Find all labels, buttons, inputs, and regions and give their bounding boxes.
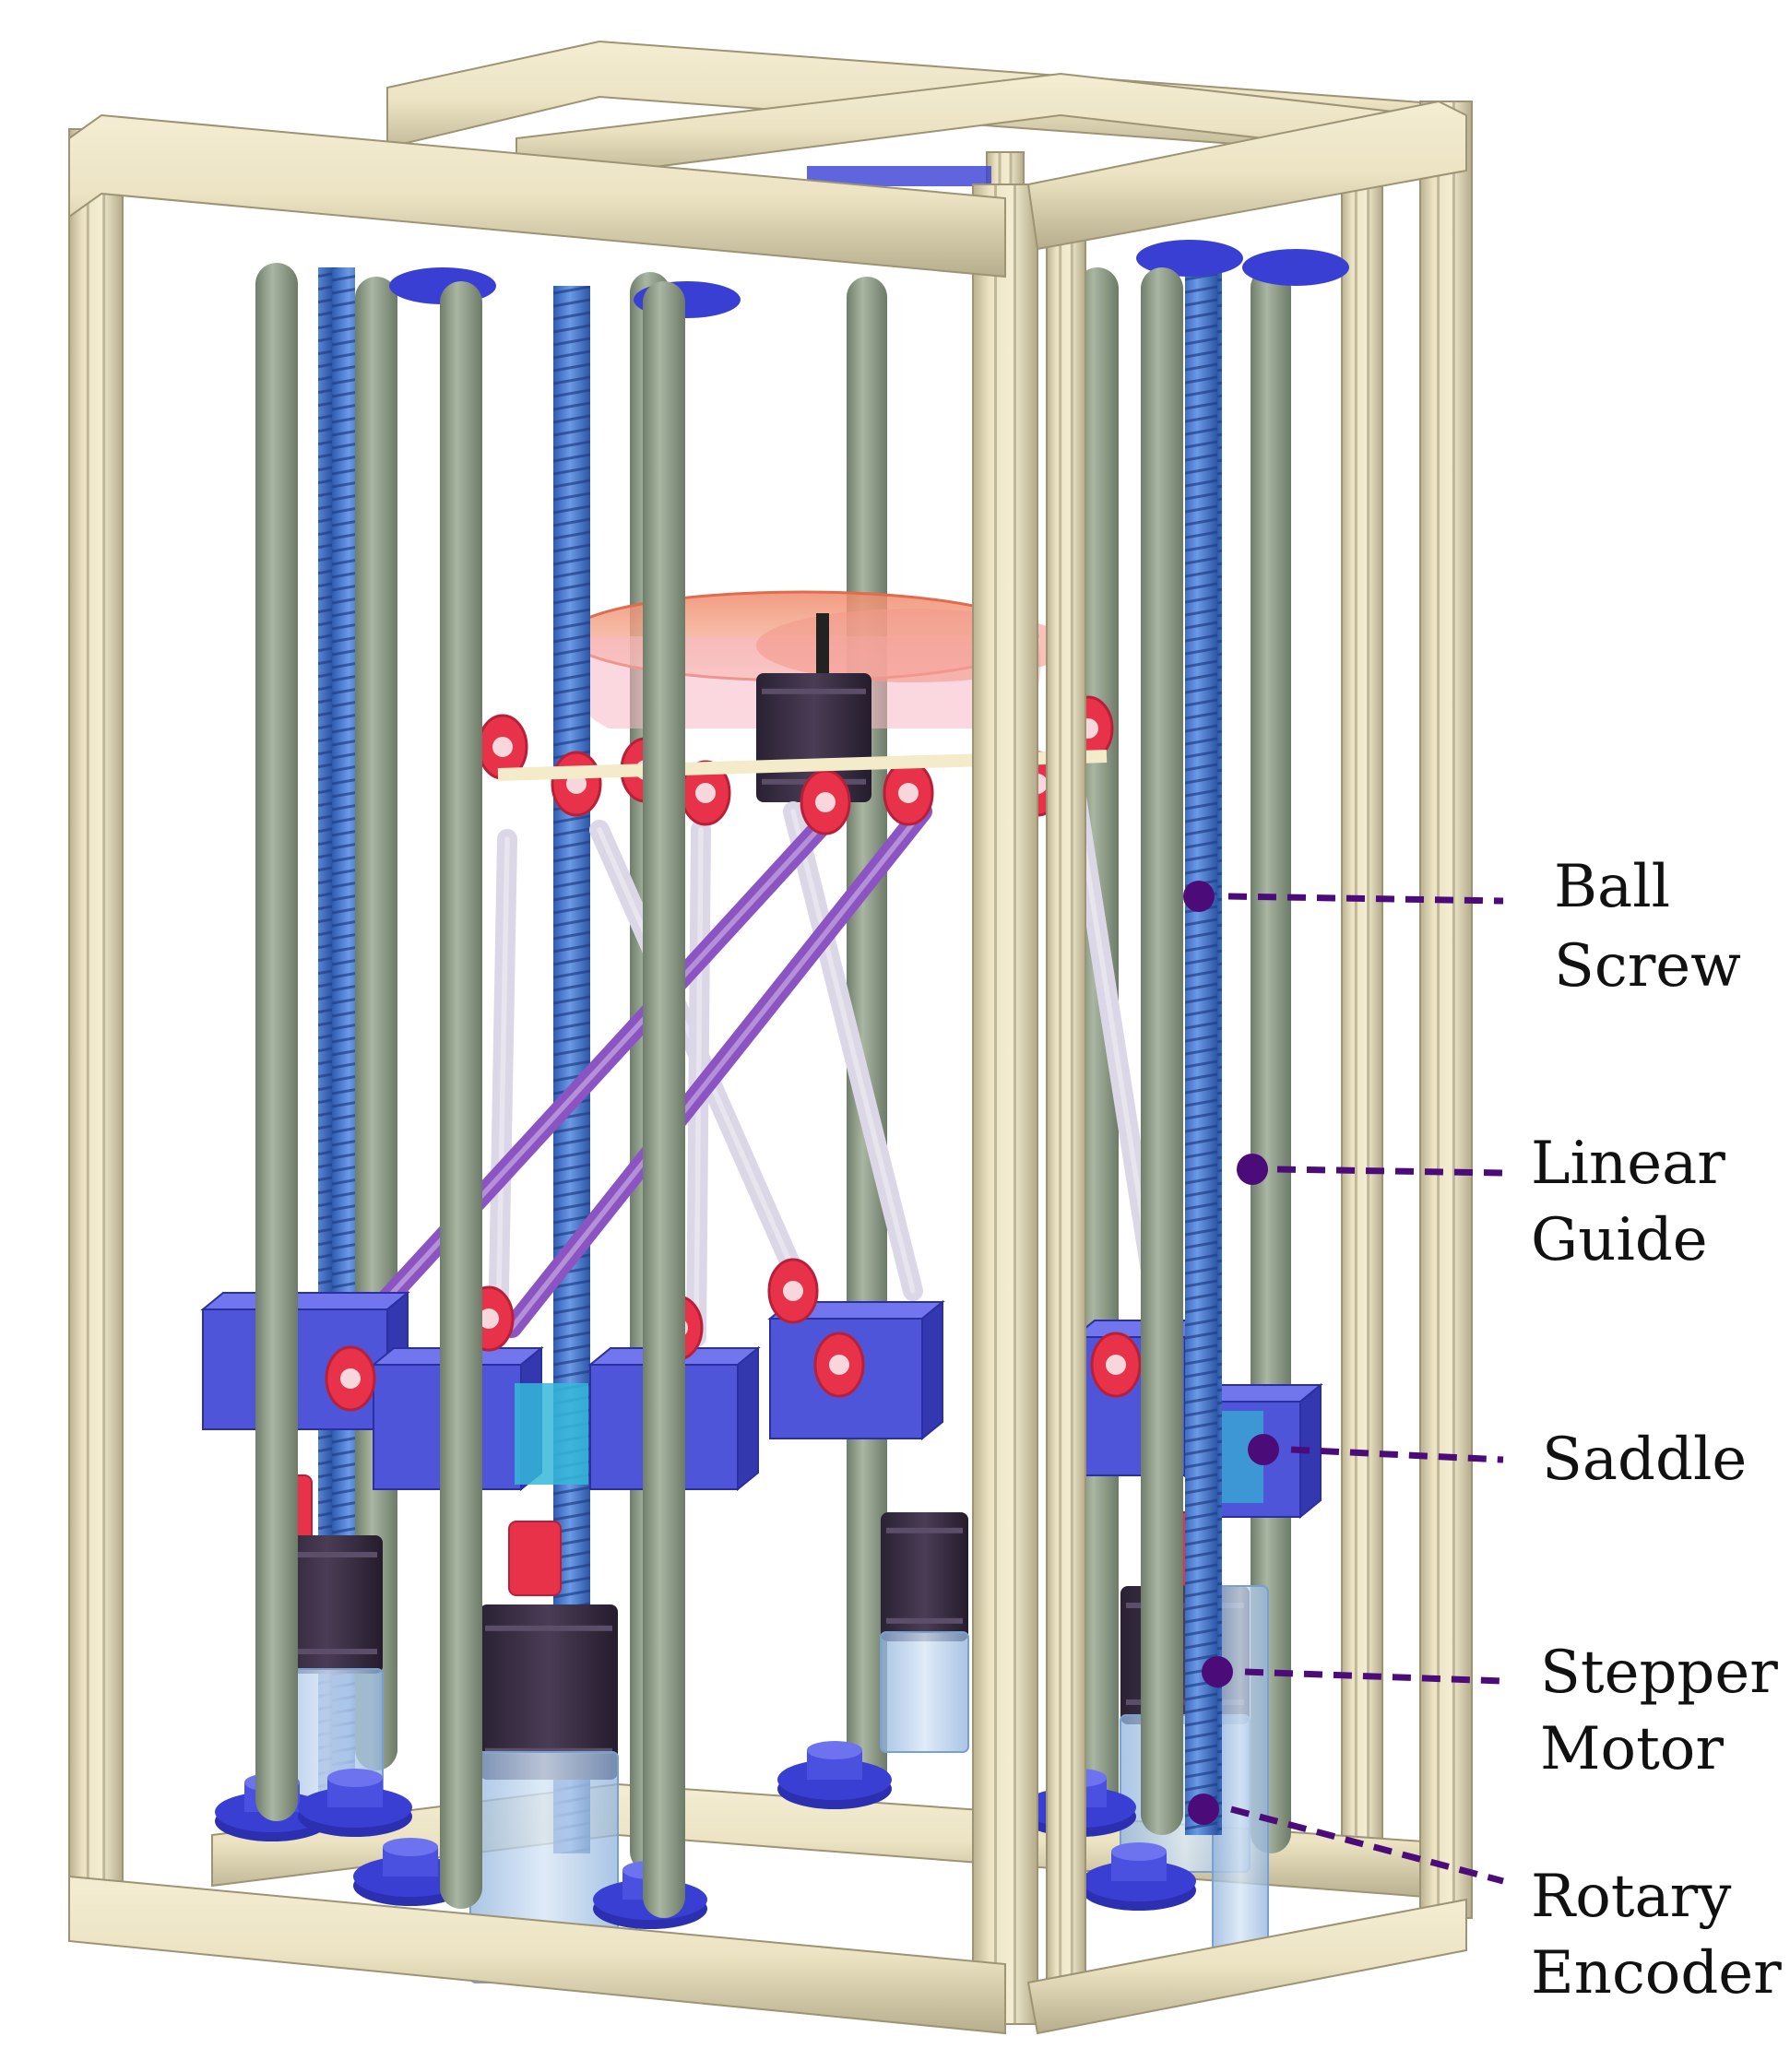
stepper-motor-back (881, 1512, 968, 1641)
back-post-right (1341, 114, 1383, 1854)
front-post-center-b (1046, 184, 1086, 2016)
upper-joint-2-pin (695, 783, 716, 803)
ball-screw-right-front (1185, 858, 1222, 1835)
ball-screw-leader (1227, 893, 1504, 905)
guide-rod-front-3 (1141, 267, 1183, 1835)
top-mount-3 (1242, 249, 1349, 286)
platform-motor-band (762, 688, 866, 694)
top-mount-2 (1136, 240, 1243, 277)
rotary-encoder-back (880, 1631, 969, 1753)
ball-screw-label-line-2: Screw (1554, 932, 1741, 1000)
stepper-motor-left-band (278, 1649, 377, 1654)
front-post-center (972, 184, 1038, 2025)
mechanism (200, 240, 1349, 1983)
front-post-left (68, 128, 124, 1891)
saddle-mid-side (921, 1299, 943, 1441)
saddle-center-b-side (737, 1345, 759, 1492)
callout-saddle: Saddle (1248, 1426, 1747, 1494)
arm-white-3-highlight (495, 836, 510, 1340)
bottom-mount-1-collar-top (327, 1769, 383, 1787)
saddle-right-b-side (1299, 1382, 1322, 1520)
top-rear-mount-bar (807, 166, 991, 186)
rotary-encoder-label-line-2: Encoder (1531, 1939, 1782, 2007)
ball-nut-center (515, 1383, 588, 1485)
arm-white-3 (488, 829, 517, 1347)
front-post-right (1419, 101, 1473, 1919)
ball-screw-label-line-1: Ball (1554, 853, 1670, 921)
saddle-left-top (200, 1292, 410, 1310)
coupler-1 (508, 1521, 562, 1596)
saddle-label-line-1: Saddle (1542, 1426, 1747, 1494)
callouts: BallScrewLinearGuideSaddleStepperMotorRo… (1183, 853, 1782, 2007)
lower-joint-1-pin (479, 1308, 499, 1329)
arm-purple-2-highlight (509, 809, 925, 1331)
front-frame (68, 100, 1473, 2035)
stepper-motor-label-line-1: Stepper (1540, 1639, 1778, 1707)
guide-rod-front-2 (643, 281, 685, 1918)
rotary-encoder-leader (1230, 1806, 1504, 1885)
stepper-motor-label-line-2: Motor (1540, 1715, 1724, 1783)
guide-rod-front-1 (440, 281, 482, 1909)
stepper-motor-back-band (886, 1617, 963, 1624)
saddle-dot (1248, 1434, 1279, 1465)
lower-joint-5-pin (1106, 1355, 1126, 1375)
bottom-mount-2-collar-top (383, 1838, 438, 1856)
bottom-mount-4-collar-top (807, 1741, 862, 1759)
arm-purple-2 (502, 801, 932, 1338)
lower-joint-3-pin (783, 1281, 803, 1301)
stepper-motor-left (272, 1535, 383, 1674)
stepper-motor-dot (1202, 1656, 1233, 1687)
arm-purple-1-highlight (366, 809, 837, 1321)
upper-joint-4-pin (898, 783, 919, 803)
bottom-mount-6-collar-top (1111, 1842, 1167, 1861)
bottom-right-beam (1026, 1898, 1467, 2035)
linear-guide-dot (1237, 1154, 1268, 1185)
linear-guide-label-line-1: Linear (1531, 1130, 1725, 1198)
stepper-motor-center-band (485, 1625, 612, 1631)
stepper-motor-left-band (278, 1552, 377, 1557)
upper-joint-0-pin (492, 737, 513, 757)
top-front-beam (68, 113, 1006, 278)
stepper-motor-center-band (485, 1747, 612, 1754)
rotary-encoder-dot (1188, 1794, 1219, 1825)
saddle-leader (1290, 1446, 1504, 1463)
upper-joint-3-pin (815, 792, 836, 812)
stepper-motor-back-band (886, 1527, 963, 1533)
linear-guide-leader (1276, 1166, 1504, 1177)
top-right-beam (1026, 100, 1467, 251)
arm-white-5 (783, 801, 923, 1301)
arm-white-5-highlight (790, 809, 916, 1294)
bottom-front-beam (68, 1875, 1006, 2035)
guide-rod-front-0 (255, 263, 298, 1821)
end-effector-shaft (816, 613, 829, 678)
linear-guide-label-line-2: Guide (1531, 1206, 1708, 1274)
stepper-motor-leader (1244, 1668, 1504, 1685)
ball-screw-dot (1183, 881, 1215, 912)
lower-joint-4-pin (829, 1355, 849, 1375)
rotary-encoder-label-line-1: Rotary (1531, 1863, 1731, 1931)
lower-joint-0-pin (340, 1368, 361, 1389)
stepper-motor-center (480, 1604, 618, 1780)
